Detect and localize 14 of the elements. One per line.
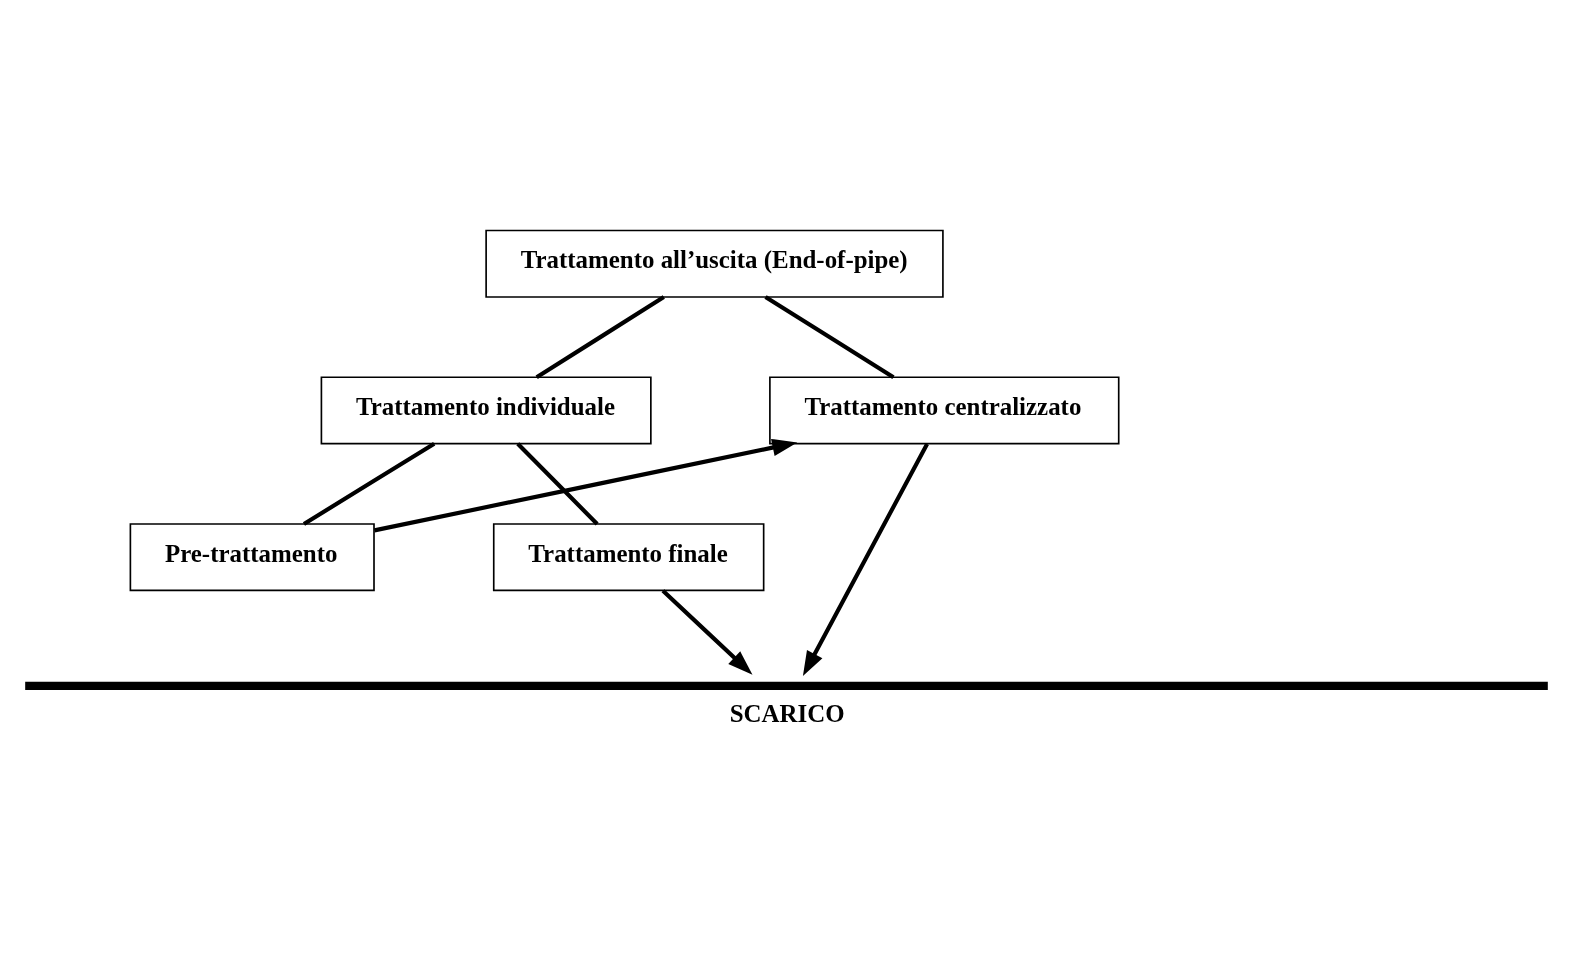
connector bbox=[764, 295, 895, 379]
connector bbox=[516, 442, 599, 526]
node-box: Trattamento individuale bbox=[320, 376, 652, 445]
node-box: Trattamento all’uscita (End-of-pipe) bbox=[485, 229, 944, 298]
node-box: Trattamento centralizzato bbox=[769, 376, 1120, 445]
node-box bbox=[25, 681, 1548, 691]
connector bbox=[535, 295, 665, 379]
arrow bbox=[374, 438, 798, 533]
node-box: Pre-trattamento bbox=[129, 523, 375, 592]
node-box: Trattamento finale bbox=[492, 523, 765, 592]
node-label: SCARICO bbox=[729, 700, 845, 728]
arrow bbox=[802, 443, 929, 677]
arrow bbox=[661, 589, 753, 675]
connector bbox=[302, 442, 436, 526]
